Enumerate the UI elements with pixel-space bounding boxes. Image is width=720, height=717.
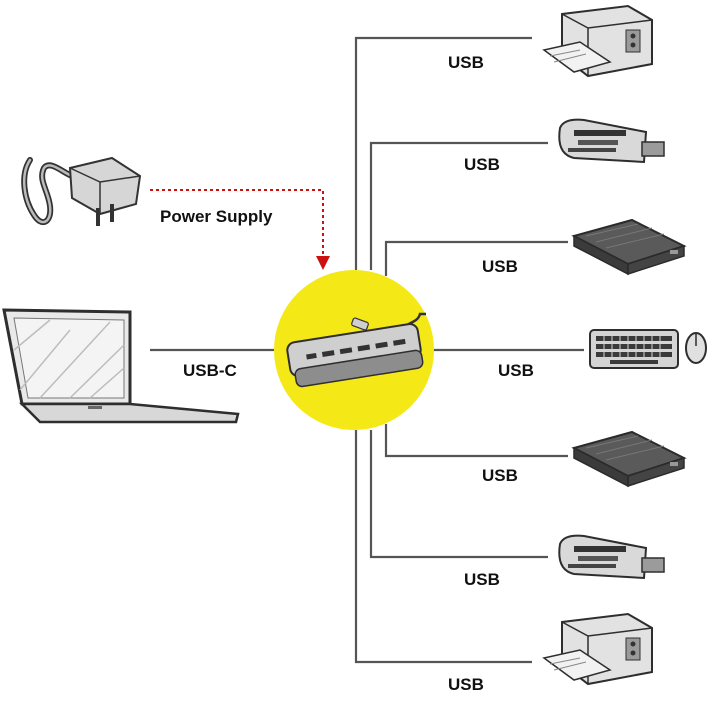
card-reader-icon [558, 118, 665, 164]
line-card-reader-top [369, 141, 548, 270]
usb-lines [150, 36, 584, 664]
power-line [150, 189, 324, 258]
power-adapter-icon [21, 156, 142, 226]
line-drive-bottom [384, 424, 568, 458]
usb-label: USB [448, 675, 484, 694]
hard-drive-icon [571, 218, 687, 276]
line-card-reader-bottom [369, 430, 548, 559]
power-supply-label: Power Supply [160, 207, 273, 226]
card-reader-icon [558, 534, 665, 580]
usb-label: USB [448, 53, 484, 72]
line-printer-top [354, 36, 532, 270]
usb-hub-icon [286, 312, 426, 388]
hard-drive-icon [571, 430, 687, 488]
usb-label: USB [482, 257, 518, 276]
usb-label: USB [464, 570, 500, 589]
line-drive-top [384, 240, 568, 276]
printer-icon [542, 612, 653, 686]
power-arrow-head [316, 256, 330, 270]
laptop-icon [2, 308, 240, 424]
line-printer-bottom [354, 430, 532, 664]
usb-c-label: USB-C [183, 361, 237, 380]
keyboard-mouse-icon [589, 329, 707, 369]
usb-label: USB [498, 361, 534, 380]
usb-label: USB [482, 466, 518, 485]
usb-label: USB [464, 155, 500, 174]
printer-icon [542, 4, 653, 78]
